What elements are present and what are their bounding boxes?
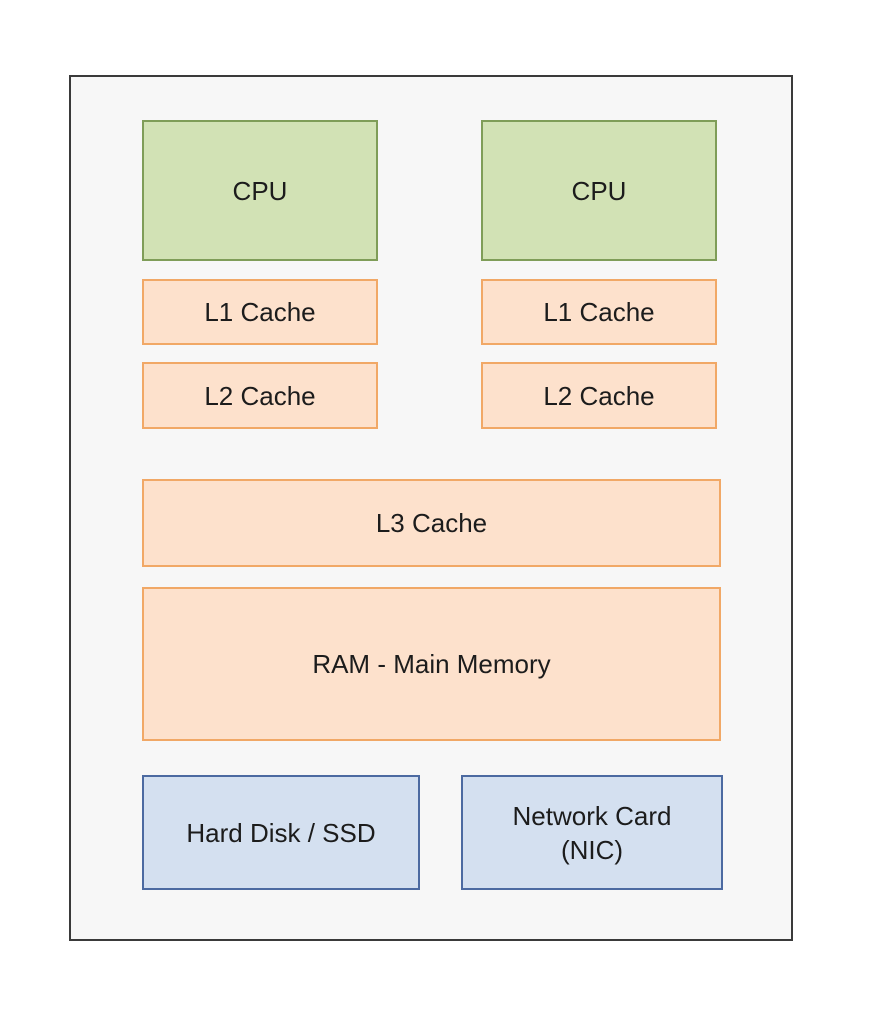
l1-cache-box-right: L1 Cache — [481, 279, 717, 345]
ram-main-memory-box: RAM - Main Memory — [142, 587, 721, 741]
l1-cache-box-left: L1 Cache — [142, 279, 378, 345]
network-card-box: Network Card (NIC) — [461, 775, 723, 890]
l2-cache-box-right: L2 Cache — [481, 362, 717, 429]
cpu-box-left: CPU — [142, 120, 378, 261]
hard-disk-box: Hard Disk / SSD — [142, 775, 420, 890]
memory-hierarchy-frame: CPU CPU L1 Cache L1 Cache L2 Cache L2 Ca… — [69, 75, 793, 941]
l3-cache-box: L3 Cache — [142, 479, 721, 567]
cpu-box-right: CPU — [481, 120, 717, 261]
l2-cache-box-left: L2 Cache — [142, 362, 378, 429]
